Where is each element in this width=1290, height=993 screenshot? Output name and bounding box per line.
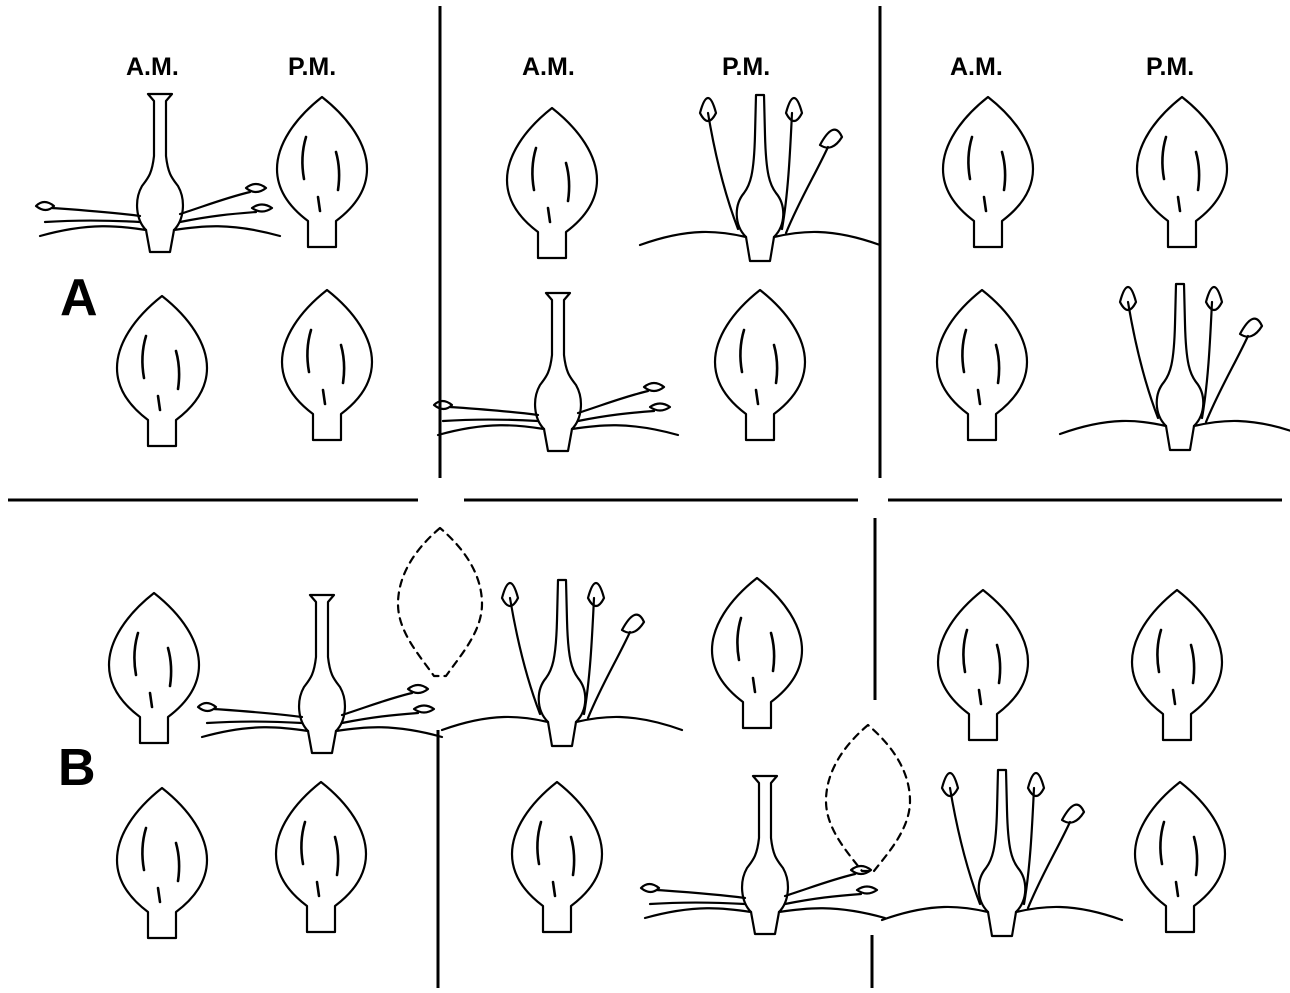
header-pm-col1: P.M.: [288, 53, 336, 81]
petal-icon: [1135, 782, 1225, 932]
open-flower-icon: [36, 94, 280, 252]
header-pm-col3: P.M.: [1146, 53, 1194, 81]
section-label-b: B: [58, 739, 96, 797]
open-flower-icon: [198, 595, 442, 753]
petal-icon: [117, 296, 207, 446]
petal-icon: [109, 593, 199, 743]
open-flower-icon: [1060, 284, 1290, 450]
petal-icon: [277, 97, 367, 247]
header-am-col3: A.M.: [950, 53, 1003, 81]
header-am-col2: A.M.: [522, 53, 575, 81]
petal-icon: [276, 782, 366, 932]
petal-icon: [938, 590, 1028, 740]
open-flower-icon: [442, 580, 682, 746]
open-flower-icon: [640, 95, 880, 261]
petal-icon: [937, 290, 1027, 440]
petal-icon: [117, 788, 207, 938]
petal-icon: [282, 290, 372, 440]
petal-icon: [943, 97, 1033, 247]
petal-icon: [1137, 97, 1227, 247]
petal-icon: [715, 290, 805, 440]
petal-icon: [507, 108, 597, 258]
dashed-petal-icon: [398, 528, 482, 676]
petal-icon: [1132, 590, 1222, 740]
open-flower-icon: [434, 293, 678, 451]
open-flower-icon: [882, 770, 1122, 936]
header-am-col1: A.M.: [126, 53, 179, 81]
section-label-a: A: [60, 269, 98, 327]
petal-icon: [512, 782, 602, 932]
dashed-petal-icon: [826, 725, 910, 871]
petal-icon: [712, 578, 802, 728]
header-pm-col2: P.M.: [722, 53, 770, 81]
